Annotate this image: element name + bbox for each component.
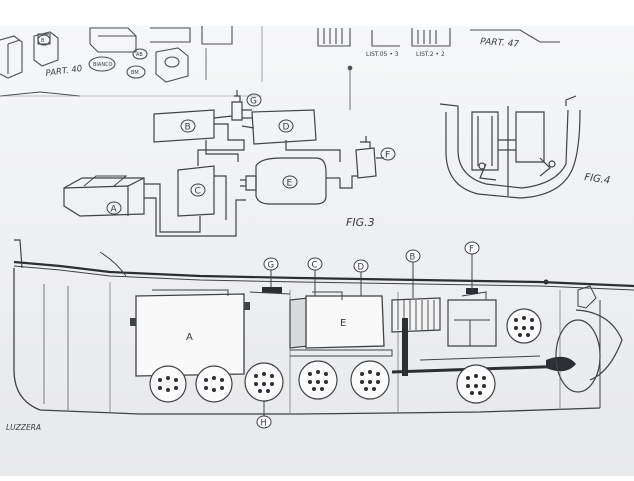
designer-stamp: LUZZERA (6, 423, 41, 432)
hull-label-d: D (358, 263, 365, 273)
hull-side-view (13, 239, 634, 415)
paper-surface (0, 26, 634, 476)
bianco-label: BIANCO (93, 62, 113, 68)
fig3-label-c: C (195, 187, 201, 197)
fig3-box-c (177, 165, 215, 217)
hull-label-a: A (186, 332, 193, 343)
ab-label: AB (136, 52, 143, 58)
fig3-battery-a (63, 177, 145, 217)
hull-label-e: E (340, 318, 346, 329)
fig3-motor-e (255, 157, 327, 205)
hull-label-c: C (312, 261, 318, 271)
fig4-diagram (439, 95, 581, 199)
propeller (546, 356, 576, 372)
fig3-label-b: B (185, 123, 191, 133)
fig3-callouts (106, 93, 396, 215)
list-label-a: LIST.05 • 3 (366, 51, 399, 58)
hull-switch-g (262, 287, 282, 293)
hull-label-g: G (268, 261, 275, 271)
hull-callouts (256, 241, 480, 429)
part-40-region (0, 26, 233, 97)
hull-servo-f (466, 288, 478, 294)
part-47-region (317, 28, 560, 110)
hull-motor-e (305, 295, 385, 349)
fig3-label-d: D (283, 123, 290, 133)
bm-label: BM (131, 70, 139, 76)
ballast-dots (158, 316, 534, 395)
small-b-label: B (41, 38, 45, 44)
hull-label-b: B (410, 253, 416, 263)
hull-battery-a (135, 293, 245, 377)
list-label-b: LIST.2 • 2 (416, 51, 445, 58)
part-47-label: PART. 47 (480, 37, 520, 50)
fig3-caption: FIG.3 (346, 216, 375, 229)
fig4-caption: FIG.4 (584, 172, 611, 187)
fig3-box-b (153, 109, 215, 143)
hull-label-f: F (469, 245, 474, 255)
fig3-label-f: F (385, 151, 390, 161)
fig3-label-e: E (287, 179, 293, 189)
fig3-box-d (251, 109, 317, 145)
hull-bottom (13, 268, 601, 415)
deck-line (13, 260, 634, 288)
fig3-diagram (63, 90, 384, 237)
fig3-label-a: A (111, 205, 118, 215)
hull-label-h: H (261, 419, 267, 429)
fig3-label-g: G (250, 97, 257, 107)
fig3-device-f (355, 147, 377, 179)
fig3-switch-g (231, 101, 243, 121)
